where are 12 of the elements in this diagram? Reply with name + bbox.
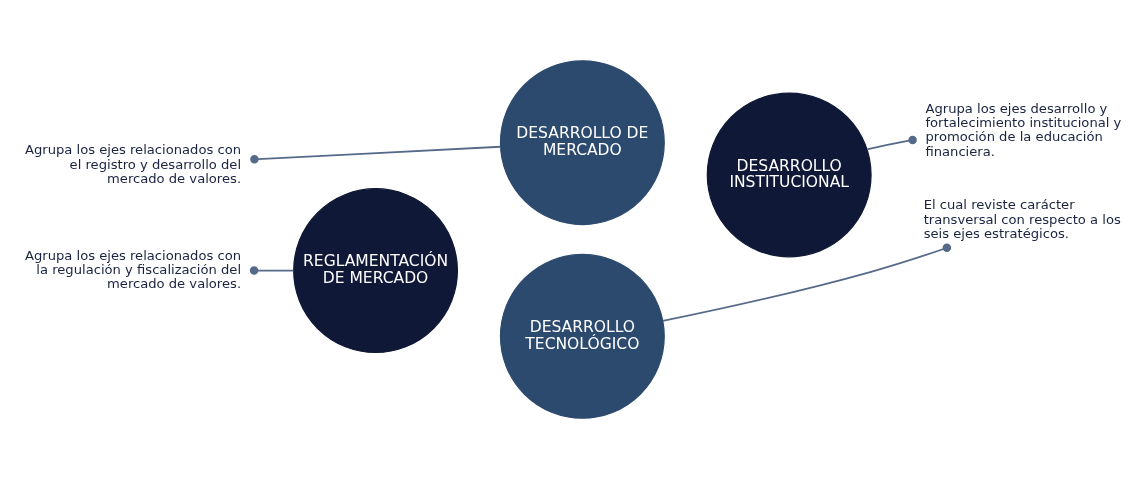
node-text: Agrupa los ejes relacionados con el registro y desarrollo del mercado de valores. bbox=[24, 142, 242, 187]
connector bbox=[866, 135, 917, 151]
node-text: El cual reviste carácter transversal con respecto a los seis ejes estratégicos. bbox=[923, 197, 1121, 242]
node-circle: DESARROLLO TECNOLÓGICO bbox=[499, 253, 665, 419]
node-text: Agrupa los ejes relacionados con la regulación y fiscalización del mercado de valores. bbox=[24, 247, 242, 292]
connector bbox=[250, 145, 502, 164]
connector bbox=[661, 243, 952, 322]
node-text: Agrupa los ejes desarrollo y fortalecimiento institucional y promoción de la educación financiera. bbox=[925, 100, 1122, 159]
node-circle: REGLAMENTACIÓN DE MERCADO bbox=[293, 188, 459, 354]
node-circle: DESARROLLO INSTITUCIONAL bbox=[706, 92, 872, 258]
node-circle: DESARROLLO DE MERCADO bbox=[499, 60, 665, 226]
connector bbox=[249, 266, 295, 275]
